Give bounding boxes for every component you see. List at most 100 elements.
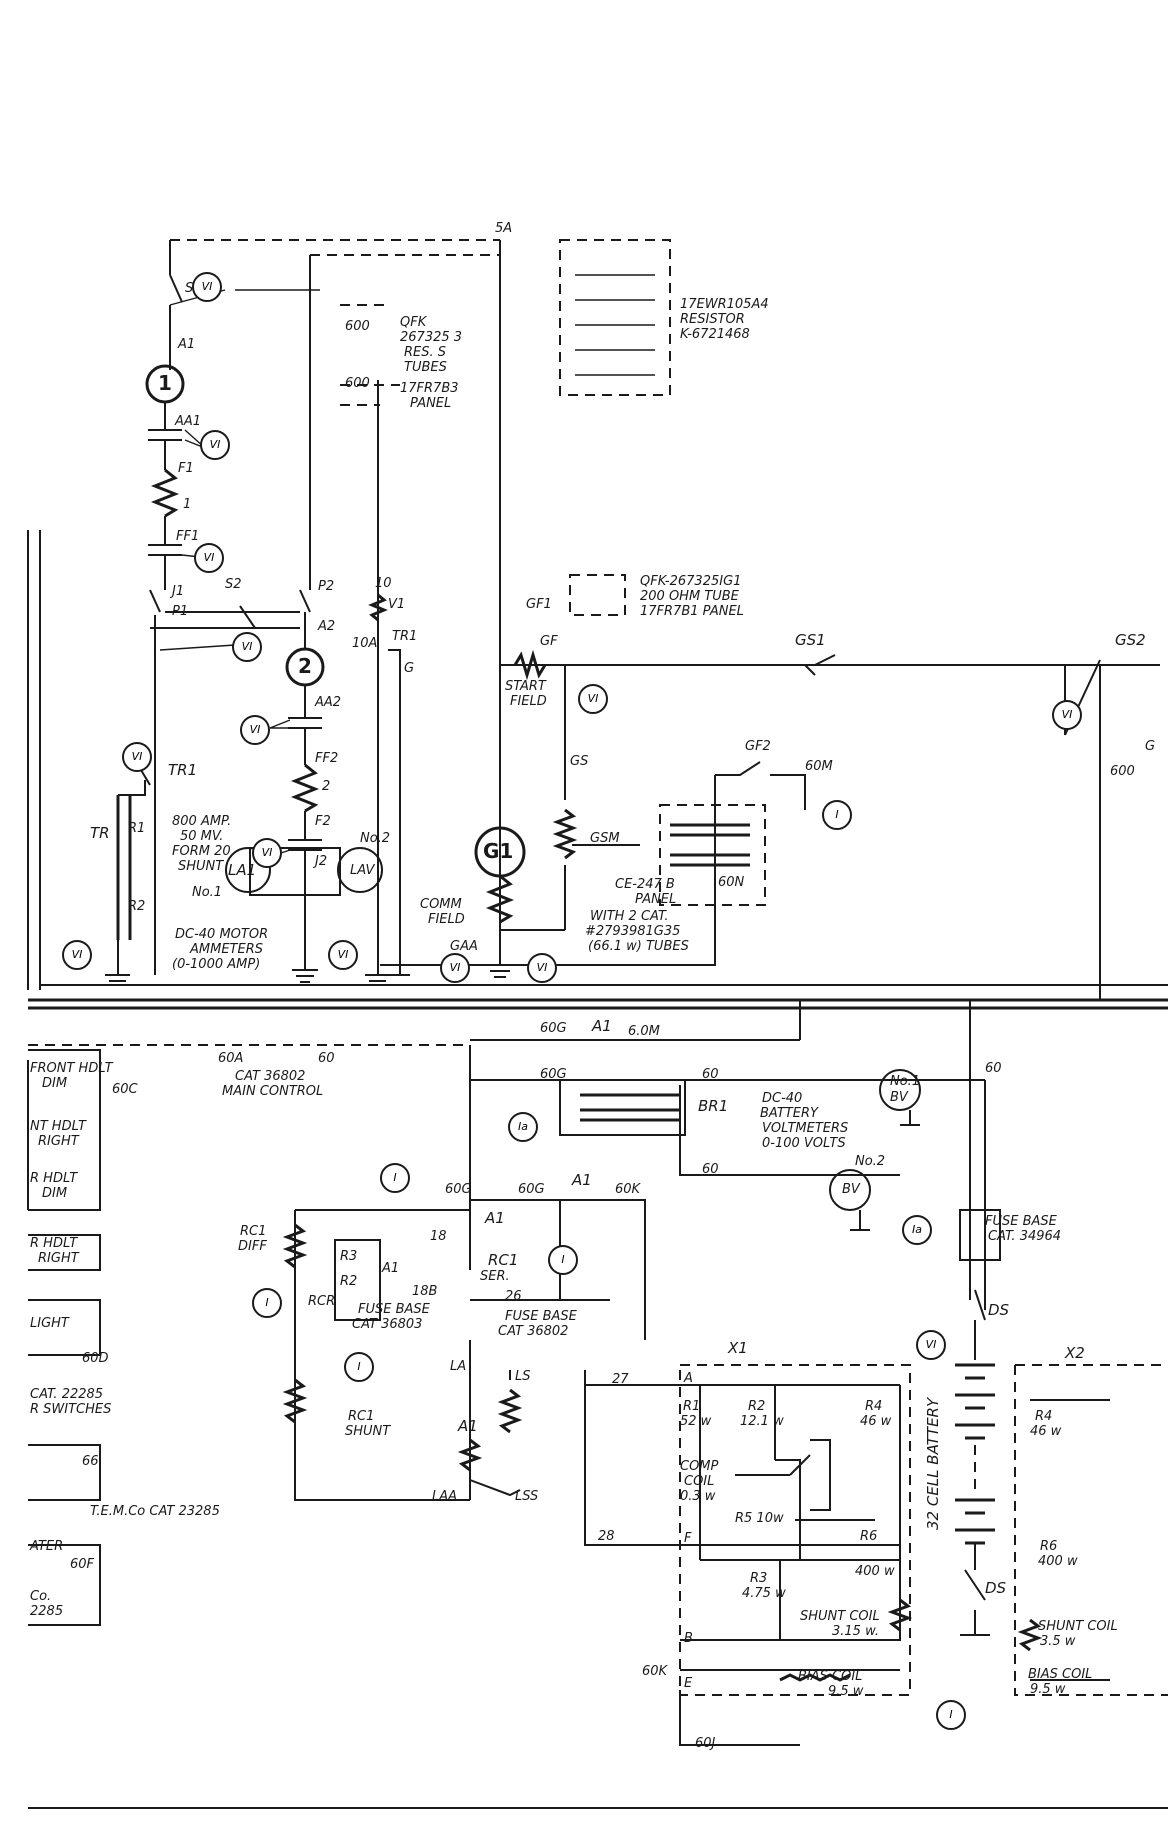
tr1-label: TR1: [168, 761, 198, 779]
x2-bias: 9.5 w: [1030, 1682, 1066, 1697]
motor1-label: 1: [158, 371, 172, 395]
meter-tag: I: [936, 1700, 966, 1730]
meter-tag: VI: [578, 684, 608, 714]
fuse-mid: CAT 36802: [498, 1324, 569, 1339]
27-label: 27: [612, 1372, 629, 1387]
ce-panel: #2793981G35: [585, 924, 681, 939]
qfk2-line: QFK-267325IG1: [640, 574, 742, 589]
meter-tag: VI: [122, 742, 152, 772]
60m-label: 60M: [805, 759, 833, 774]
ammeter-note: (0-1000 AMP): [172, 957, 261, 972]
ammeter-note: DC-40 MOTOR: [175, 927, 269, 942]
comp-coil: COIL: [684, 1474, 715, 1489]
gs-label: GS: [570, 754, 589, 769]
28-label: 28: [598, 1529, 615, 1544]
meter-tag: VI: [252, 838, 282, 868]
x1-shunt-coil: SHUNT COIL: [800, 1609, 880, 1624]
bv-note: BATTERY: [760, 1106, 818, 1121]
tr1-small-label: TR1: [392, 629, 418, 644]
x1-r3: R3: [750, 1571, 768, 1586]
x1-bias-coil: 9.5 w: [828, 1684, 864, 1699]
rc1-ser: RC1: [488, 1251, 519, 1269]
no2-label: No.2: [360, 831, 391, 846]
left-item: R HDLT: [30, 1171, 78, 1186]
comm-field: FIELD: [428, 912, 465, 927]
x1-r6: 400 w: [855, 1564, 895, 1579]
v1-10-label: 10: [375, 576, 392, 591]
qfk1-line: 600: [345, 319, 370, 334]
left-item: R HDLT: [30, 1236, 78, 1251]
r3-label: R3: [340, 1249, 358, 1264]
x1-shunt-coil: 3.15 w.: [832, 1624, 880, 1639]
60g-label: 60G: [445, 1182, 472, 1197]
gf2-label: GF2: [745, 739, 771, 754]
meter-tag: VI: [328, 940, 358, 970]
meter-tag: I: [344, 1352, 374, 1382]
60-label: 60: [702, 1067, 719, 1082]
aa1-label: AA1: [175, 414, 202, 429]
x1-r4: R4: [865, 1399, 883, 1414]
meter-tag: VI: [62, 940, 92, 970]
bv-label: BV: [890, 1090, 908, 1105]
qfk2-line: 200 OHM TUBE: [640, 589, 739, 604]
co-label: Co.: [30, 1589, 52, 1604]
g1-label: G1: [483, 839, 514, 863]
26-label: 26: [505, 1289, 522, 1304]
meter-tag: VI: [192, 272, 222, 302]
right-g: G: [1145, 739, 1156, 754]
g-label: G: [404, 661, 415, 676]
qfk1-line: 17FR7B3: [400, 381, 459, 396]
start-field: FIELD: [510, 694, 547, 709]
gaa-label: GAA: [450, 939, 478, 954]
resistor-line: K-6721468: [680, 327, 750, 342]
qfk1-line: QFK: [400, 315, 427, 330]
shunt-note: FORM 20: [172, 844, 231, 859]
ce-panel: (66.1 w) TUBES: [588, 939, 689, 954]
x1-b: B: [684, 1631, 693, 1646]
start-field: START: [505, 679, 546, 694]
meter-tag: Ia: [902, 1215, 932, 1245]
60g-label: 60G: [540, 1021, 567, 1036]
bv-note: 0-100 VOLTS: [762, 1136, 846, 1151]
f2-label: F2: [315, 814, 331, 829]
gsm-label: GSM: [590, 831, 620, 846]
r2-label: R2: [128, 899, 146, 914]
ce-panel: PANEL: [635, 892, 677, 907]
60d-label: 60D: [82, 1351, 109, 1366]
v1-label: V1: [388, 597, 406, 612]
num-label: 2285: [30, 1604, 64, 1619]
bv-note: VOLTMETERS: [762, 1121, 849, 1136]
ammeter-shunt: [225, 847, 383, 896]
x1-f: F: [684, 1531, 692, 1546]
cat-22285: CAT. 22285: [30, 1387, 104, 1402]
generator-circuit: [380, 240, 1160, 1000]
qfk2-line: 17FR7B1 PANEL: [640, 604, 744, 619]
x1-r1: 52 w: [680, 1414, 712, 1429]
bv-label: BV: [842, 1182, 860, 1197]
meter-tag: VI: [440, 953, 470, 983]
v1-10a-label: 10A: [352, 636, 378, 651]
left-item: DIM: [42, 1076, 68, 1091]
aa2-label: AA2: [315, 695, 342, 710]
j2-label: J2: [315, 854, 328, 869]
p2-label: P2: [318, 579, 335, 594]
gs2-label: GS2: [1115, 631, 1146, 649]
x1-r1: R1: [683, 1399, 701, 1414]
x1-e: E: [684, 1676, 693, 1691]
x2-shunt: SHUNT COIL: [1038, 1619, 1118, 1634]
x2-bias: BIAS COIL: [1028, 1667, 1093, 1682]
switches-label: R SWITCHES: [30, 1402, 112, 1417]
left-item: LIGHT: [30, 1316, 69, 1331]
ce-panel: CE-247 B: [615, 877, 675, 892]
battery-column: [955, 1000, 1001, 1636]
fuse-left: FUSE BASE: [358, 1302, 430, 1317]
br1-label: BR1: [698, 1097, 729, 1115]
left-switch-panel: [27, 1049, 101, 1626]
relay-x2: [1014, 1364, 1168, 1696]
a1-label: A1: [485, 1209, 505, 1227]
66-label: 66: [82, 1454, 99, 1469]
shunt-note: 50 MV.: [180, 829, 224, 844]
comm-field: COMM: [420, 897, 462, 912]
